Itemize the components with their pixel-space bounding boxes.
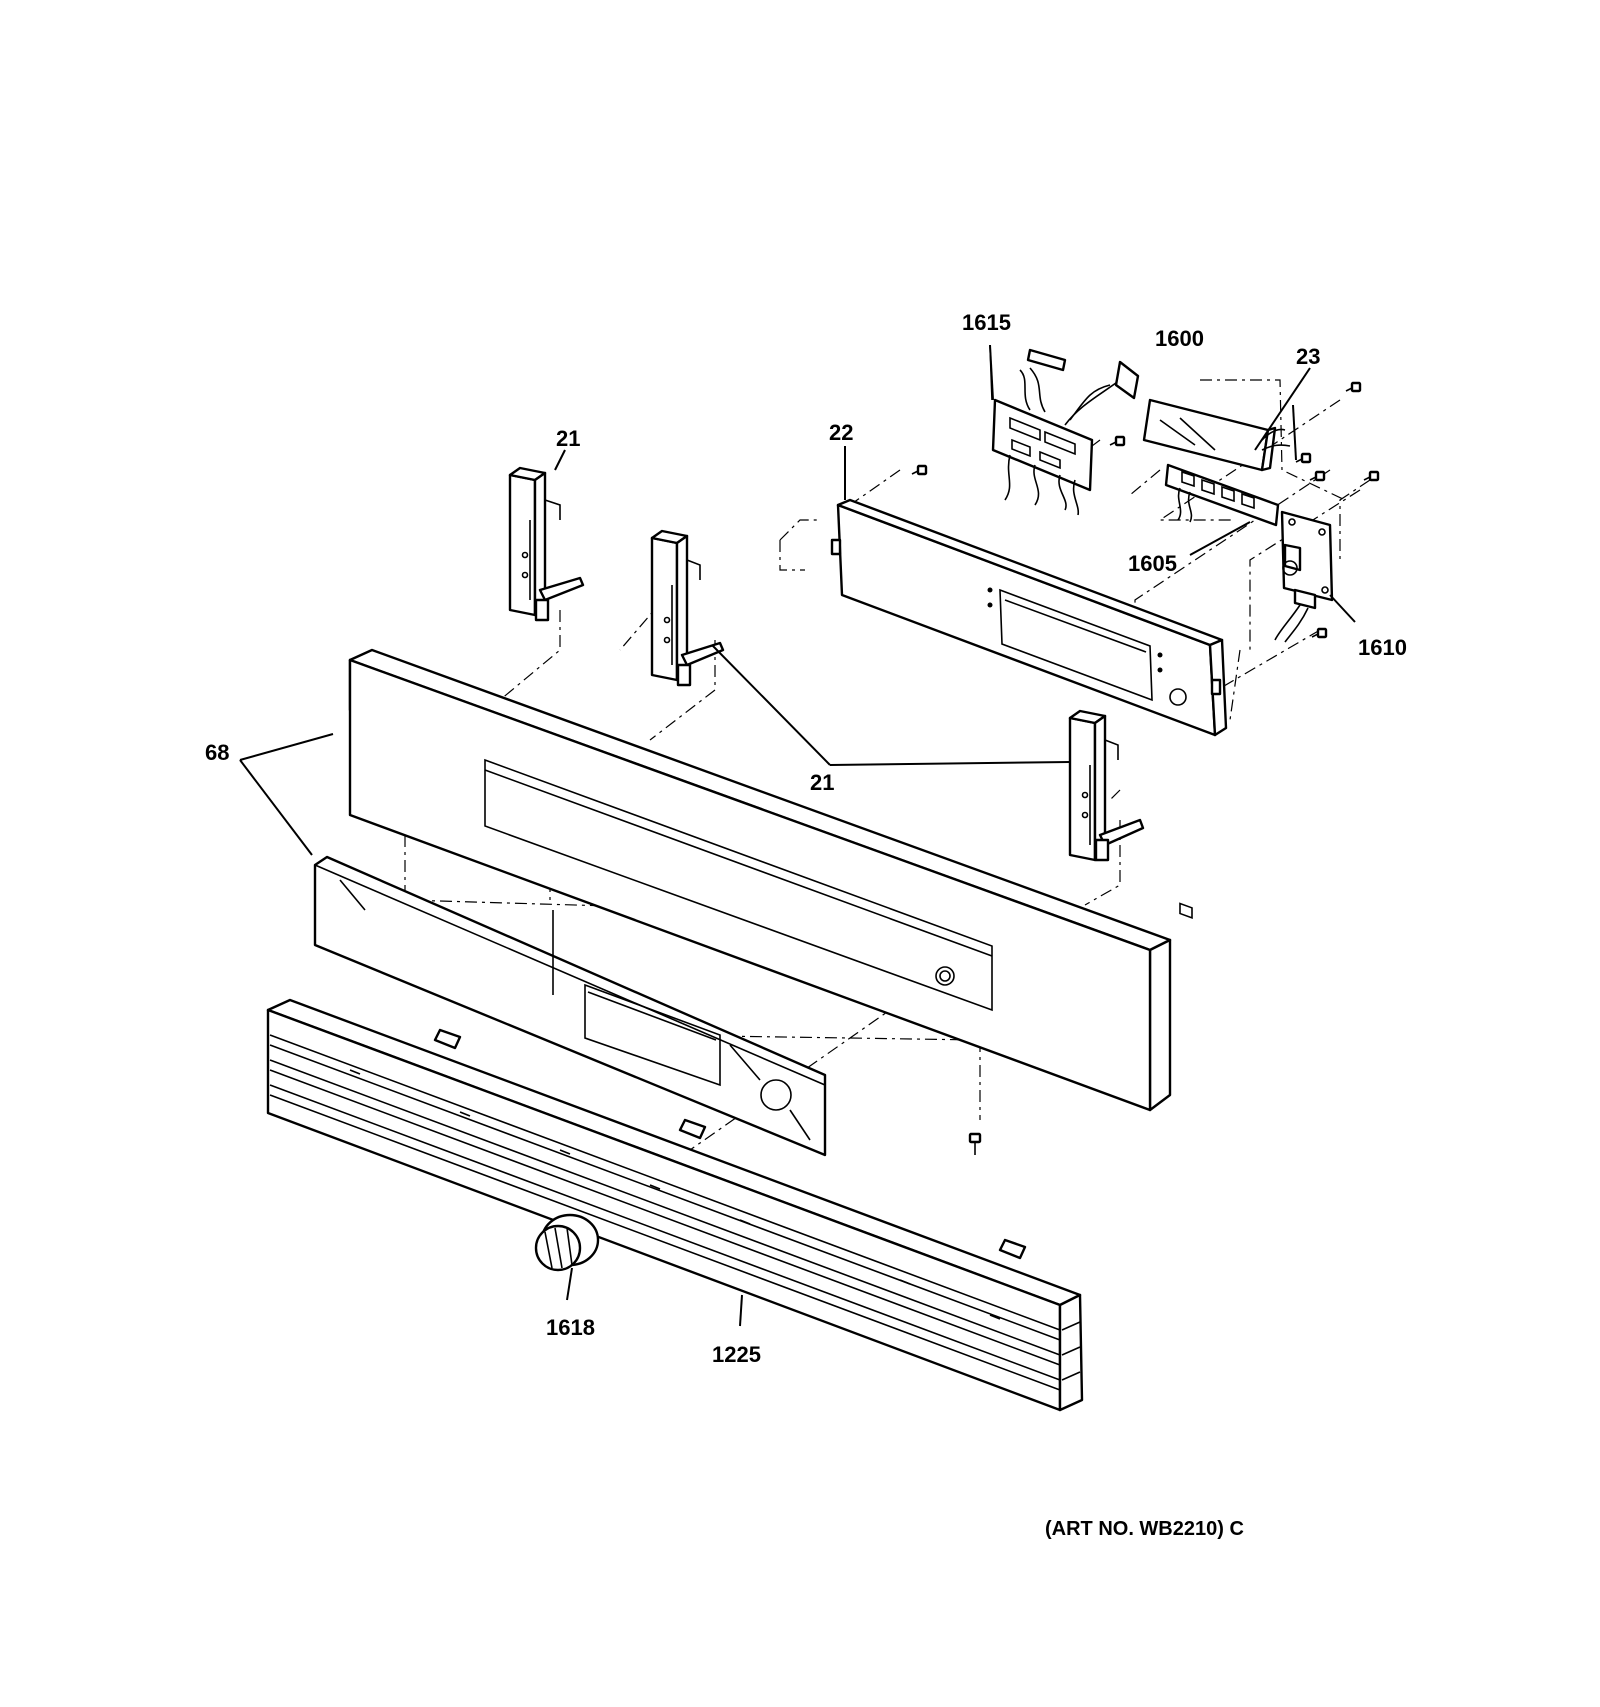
label-21-bottom: 21	[810, 770, 834, 795]
label-1605: 1605	[1128, 551, 1177, 576]
label-1225: 1225	[712, 1342, 761, 1367]
label-1600: 1600	[1155, 326, 1204, 351]
label-22: 22	[829, 420, 853, 445]
label-23: 23	[1296, 344, 1320, 369]
label-1610: 1610	[1358, 635, 1407, 660]
part-1605-keypad-board	[1164, 463, 1280, 919]
label-1618: 1618	[546, 1315, 595, 1340]
part-1225-vent-trim	[266, 998, 1084, 1412]
part-22-backer-panel	[830, 498, 1228, 737]
part-21-bracket-left	[508, 466, 585, 622]
part-1618-knob	[534, 1213, 600, 1272]
art-number: (ART NO. WB2210) C	[1045, 1518, 1244, 1540]
part-68-control-panel	[348, 648, 1172, 1112]
part-21-bracket-middle	[650, 529, 725, 687]
screws	[911, 381, 1380, 1155]
part-labels: 1615 1600 23 21 22 1605 1610 68 21 1618 …	[205, 310, 1407, 1540]
part-68-glass-overlay	[313, 855, 827, 1157]
part-1615-circuit-board	[989, 344, 1140, 516]
part-1610-encoder-board	[1274, 510, 1334, 643]
label-68: 68	[205, 740, 229, 765]
part-1600-display	[1142, 398, 1291, 472]
leader-lines	[239, 344, 1356, 1327]
part-21-bracket-right	[1068, 709, 1145, 862]
label-1615: 1615	[962, 310, 1011, 335]
label-21-top: 21	[556, 426, 580, 451]
